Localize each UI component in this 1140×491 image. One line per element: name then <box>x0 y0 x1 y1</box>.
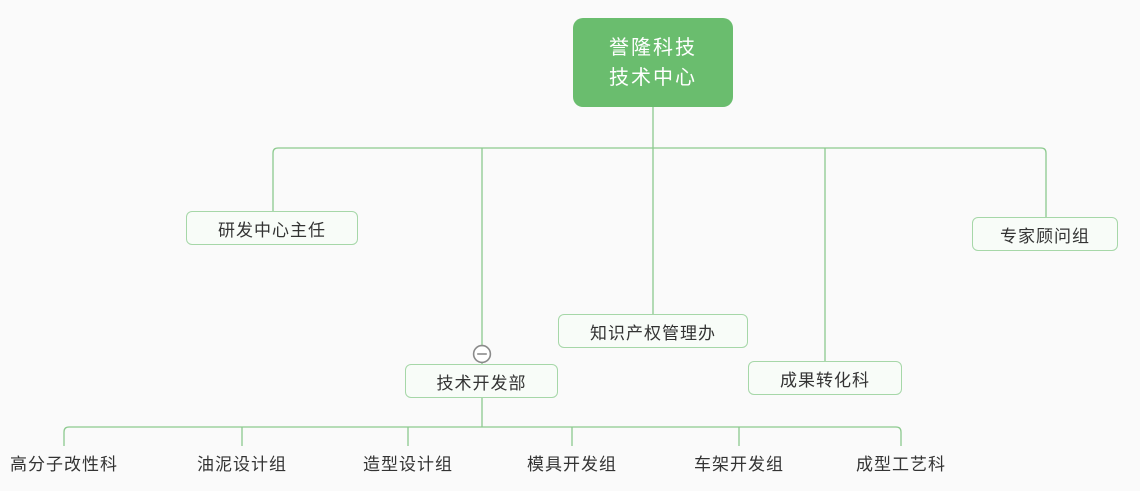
minus-circle-collapse-icon[interactable] <box>472 344 492 364</box>
node-root[interactable]: 誉隆科技 技术中心 <box>573 18 733 107</box>
node-root-line1: 誉隆科技 <box>609 36 697 59</box>
leaf-styling-design-group[interactable]: 造型设计组 <box>363 455 453 474</box>
leaf-clay-design-group[interactable]: 油泥设计组 <box>197 455 287 474</box>
node-tech-development-dept[interactable]: 技术开发部 <box>405 364 558 398</box>
leaf-frame-development-group[interactable]: 车架开发组 <box>694 455 784 474</box>
node-expert-advisory-group[interactable]: 专家顾问组 <box>972 217 1118 251</box>
leaf-molding-process-section[interactable]: 成型工艺科 <box>856 455 946 474</box>
node-ip-management-office[interactable]: 知识产权管理办 <box>558 314 748 348</box>
node-label: 知识产权管理办 <box>590 323 716 343</box>
node-label: 研发中心主任 <box>218 220 326 240</box>
node-label: 成果转化科 <box>780 370 870 390</box>
leaf-polymer-modification-section[interactable]: 高分子改性科 <box>10 455 118 474</box>
node-label: 技术开发部 <box>436 373 527 393</box>
leaf-mold-development-group[interactable]: 模具开发组 <box>527 455 617 474</box>
node-achievement-transform-section[interactable]: 成果转化科 <box>748 361 902 395</box>
node-rd-center-director[interactable]: 研发中心主任 <box>186 211 358 245</box>
node-label: 专家顾问组 <box>1000 226 1090 246</box>
node-root-line2: 技术中心 <box>609 66 697 89</box>
